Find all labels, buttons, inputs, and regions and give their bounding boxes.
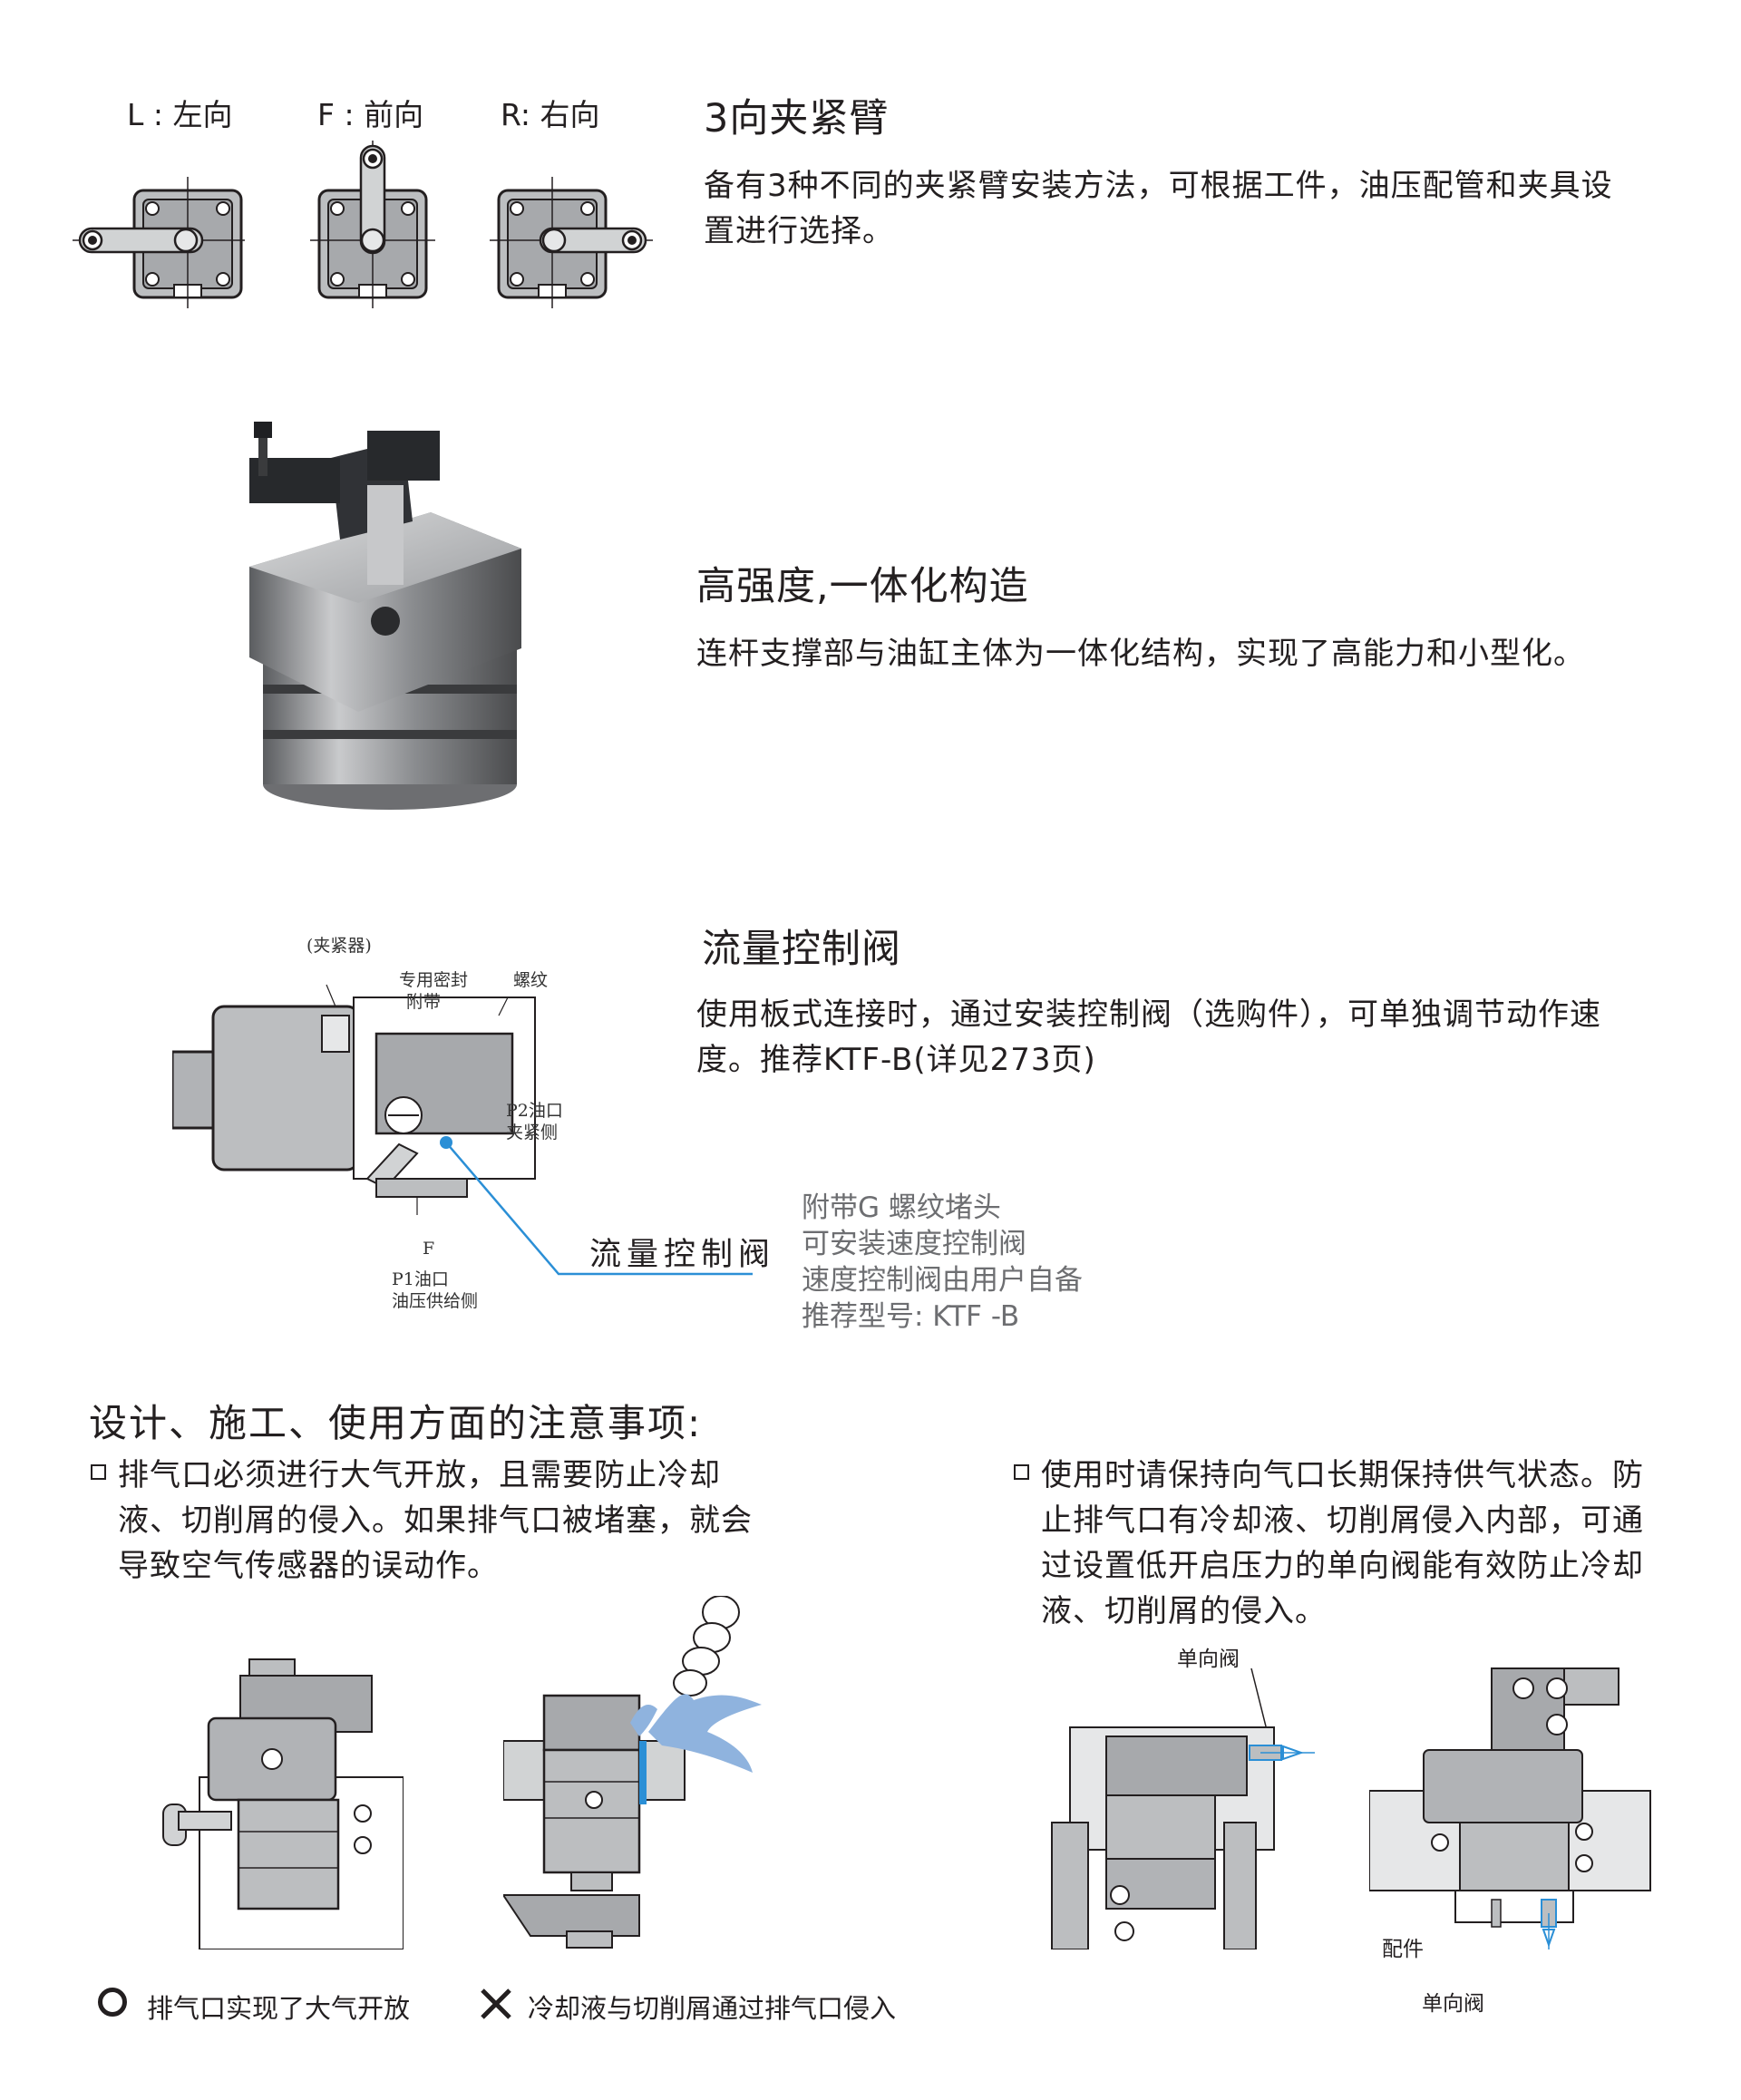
check-valve-diagram-2 [1369,1667,1651,1949]
precautions-title: 设计、施工、使用方面的注意事项: [89,1401,703,1445]
precaution-note-right-text: 使用时请保持向气口长期保持供气状态。防止排气口有冷却液、切削屑侵入内部，可通过设… [1041,1457,1644,1629]
front-orientation-label: F : 前向 [317,97,424,132]
clamp-product-photo [249,422,521,810]
feature-strength-text: 连杆支撑部与油缸主体为一体化结构，实现了高能力和小型化。 [696,636,1585,672]
precaution-note-right: 使用时请保持向气口长期保持供气状态。防止排气口有冷却液、切削屑侵入内部，可通过设… [1014,1453,1667,1634]
precaution-note-left-text: 排气口必须进行大气开放，且需要防止冷却液、切削屑的侵入。如果排气口被堵塞，就会导… [118,1457,753,1584]
check-valve-label-2: 单向阀 [1422,1992,1484,2016]
ok-circle-icon [98,1988,127,2017]
feature-strength-title: 高强度,一体化构造 [696,564,1029,609]
flow-valve-note-3: 速度控制阀由用户自备 [802,1264,1083,1297]
right-arm-diagram [490,177,653,308]
flow-valve-callout-line [440,1136,753,1276]
ng-cross-icon [481,1988,511,2019]
flow-valve-note-4: 推荐型号: KTF -B [802,1300,1020,1333]
diagram-p1-sub-label: 油压供给侧 [392,1291,479,1311]
feature-3way-title: 3向夹紧臂 [704,96,890,141]
precaution-note-left: 排气口必须进行大气开放，且需要防止冷却液、切削屑的侵入。如果排气口被堵塞，就会导… [91,1453,780,1589]
diagram-seal-sub-label: 附带 [406,992,442,1012]
diagram-thread-label: 螺纹 [513,970,549,990]
flow-valve-text: 使用板式连接时，通过安装控制阀（选购件），可单独调节动作速度。推荐KTF-B(详… [696,997,1601,1078]
diagram-p1-label: P1油口 [392,1269,449,1289]
diagram-clamp-label: (夹紧器) [306,936,372,956]
diagram-p2-label: P2油口 [506,1101,563,1121]
flow-valve-notes: 附带G 螺纹堵头 可安装速度控制阀 速度控制阀由用户自备 推荐型号: KTF -… [802,1190,1083,1335]
flow-valve-callout-label: 流量控制阀 [589,1237,776,1273]
checkbox-square-icon [1014,1464,1029,1480]
coolant-intrusion-diagram [503,1596,762,1949]
feature-3way-text: 备有3种不同的夹紧臂安装方法，可根据工件，油压配管和夹具设置进行选择。 [704,168,1613,249]
left-orientation-label: L : 左向 [127,97,233,132]
right-orientation-label: R: 右向 [501,97,600,132]
front-arm-diagram [310,141,435,308]
left-arm-diagram [73,177,245,308]
flow-valve-note-1: 附带G 螺纹堵头 [802,1191,1001,1224]
diagram-seal-label: 专用密封 [399,970,469,990]
flow-valve-title: 流量控制阀 [702,927,901,972]
diagram-p2-sub-label: 夹紧侧 [506,1123,559,1142]
flow-valve-section-diagram [172,984,536,1215]
orientation-diagrams [73,141,653,308]
diagram-f-label: F [423,1239,435,1259]
legend-ok-text: 排气口实现了大气开放 [147,1993,411,2024]
flow-valve-note-2: 可安装速度控制阀 [802,1228,1026,1260]
fitting-label: 配件 [1382,1938,1424,1961]
legend-ng-text: 冷却液与切削屑通过排气口侵入 [528,1993,897,2024]
exhaust-open-diagram [162,1658,404,1949]
check-valve-label-1: 单向阀 [1177,1648,1240,1671]
check-valve-diagram-1 [1051,1668,1315,1949]
checkbox-square-icon [91,1464,106,1480]
